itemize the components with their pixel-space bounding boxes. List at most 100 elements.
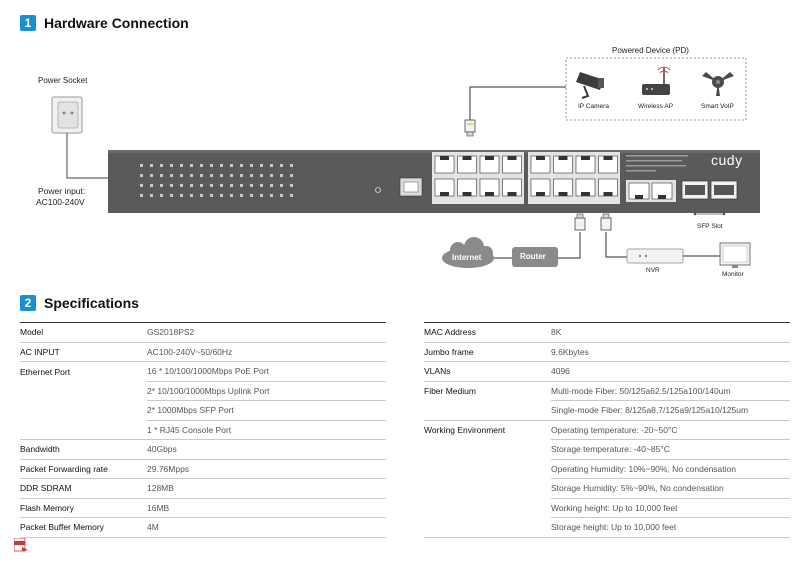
power-input-voltage: AC100-240V: [36, 197, 85, 207]
spec-value: Working height: Up to 10,000 feet: [551, 498, 790, 518]
power-input-label: Power input:: [38, 186, 86, 196]
spec-value: 1 * RJ45 Console Port: [147, 420, 386, 440]
section-number-badge: 2: [20, 295, 36, 311]
spec-key: Fiber Medium: [424, 386, 476, 396]
connection-diagram-svg: [51, 57, 760, 268]
spec-row: 1 * RJ45 Console Port: [20, 420, 386, 440]
smart-voip-icon: [702, 72, 734, 96]
pd-group-label: Powered Device (PD): [612, 46, 689, 55]
specs-section-heading: 2 Specifications: [20, 295, 139, 311]
spec-value: 8K: [551, 322, 790, 343]
pd-device-label: IP Camera: [578, 103, 609, 110]
spec-key: DDR SDRAM: [20, 478, 147, 499]
switch-device: [108, 150, 760, 213]
uplink-cable-nvr: [605, 232, 627, 258]
monitor-label: Monitor: [722, 271, 744, 278]
internet-cloud-icon: [442, 237, 494, 268]
pd-group-box: [565, 57, 747, 121]
spec-row: Storage Humidity: 5%~90%, No condensatio…: [424, 478, 790, 499]
spec-key: Packet Buffer Memory: [20, 517, 147, 538]
spec-row: Single-mode Fiber: 8/125a8.7/125a9/125a1…: [424, 400, 790, 421]
spec-value: Storage Humidity: 5%~90%, No condensatio…: [551, 478, 790, 499]
spec-key: Ethernet Port: [20, 366, 71, 377]
spec-row: Storage height: Up to 10,000 feet: [424, 517, 790, 538]
spec-key: [20, 381, 147, 401]
section-title: Specifications: [44, 295, 139, 311]
switch-spec-print: [626, 155, 688, 172]
power-cable: [66, 133, 108, 179]
brand-logo: cudy: [711, 152, 743, 168]
spec-row: 2* 1000Mbps SFP Port: [20, 400, 386, 421]
poe-cable: [469, 86, 566, 120]
poe-ports-group-2: [528, 152, 620, 204]
spec-value: 9.6Kbytes: [551, 342, 790, 362]
uplink-ports: [626, 180, 676, 202]
spec-value: Storage height: Up to 10,000 feet: [551, 517, 790, 538]
spec-value: 16 * 10/100/1000Mbps PoE Port: [147, 361, 386, 382]
spec-key: [424, 479, 551, 499]
pd-device-label: Wireless AP: [638, 103, 674, 110]
spec-value: GS2018PS2: [147, 322, 386, 343]
spec-row: Fiber Medium Multi-mode Fiber: 50/125a62.…: [424, 381, 790, 401]
pd-device-label: Smart VoIP: [701, 103, 734, 110]
router-label: Router: [520, 252, 546, 261]
section-title: Hardware Connection: [44, 15, 189, 31]
pdf-icon: [14, 538, 28, 552]
spec-row: Operating Humidity: 10%~90%, No condensa…: [424, 459, 790, 479]
spec-value: 16MB: [147, 498, 386, 518]
spec-value: Single-mode Fiber: 8/125a8.7/125a9/125a1…: [551, 400, 790, 421]
rj45-connector-icon: [464, 119, 476, 137]
sfp-slot-label: SFP Slot: [697, 223, 723, 230]
router-icon: [512, 247, 558, 267]
spec-value: 2* 1000Mbps SFP Port: [147, 400, 386, 421]
spec-row: 2* 10/100/1000Mbps Uplink Port: [20, 381, 386, 401]
power-socket-icon: [51, 96, 83, 134]
spec-key: [424, 498, 551, 518]
spec-value: 4096: [551, 361, 790, 382]
rj45-connector-icon: [574, 213, 586, 231]
spec-value: 2* 10/100/1000Mbps Uplink Port: [147, 381, 386, 401]
uplink-cable-router: [556, 232, 581, 259]
power-socket-label: Power Socket: [38, 76, 88, 85]
section-number-badge: 1: [20, 15, 36, 31]
spec-value: 40Gbps: [147, 439, 386, 460]
spec-key: [424, 440, 551, 460]
spec-key: Packet Forwarding rate: [20, 459, 147, 479]
spec-value: Operating Humidity: 10%~90%, No condensa…: [551, 459, 790, 479]
spec-value: 128MB: [147, 478, 386, 499]
led-indicator-panel: [140, 164, 293, 197]
spec-value: Operating temperature: -20~50°C: [551, 420, 790, 440]
spec-key: [424, 517, 551, 538]
spec-key: AC INPUT: [20, 342, 147, 362]
spec-key: [20, 420, 147, 440]
spec-row: Ethernet Port 16 * 10/100/1000Mbps PoE Po…: [20, 361, 386, 382]
reset-button-icon: [375, 187, 381, 193]
spec-key: Model: [20, 322, 147, 343]
spec-row: Working height: Up to 10,000 feet: [424, 498, 790, 518]
poe-ports-group-1: [432, 152, 524, 204]
nvr-label: NVR: [646, 267, 660, 274]
spec-key: [424, 459, 551, 479]
spec-key: Working Environment: [424, 425, 506, 435]
spec-key: [20, 401, 147, 421]
monitor-icon: [719, 242, 751, 268]
spec-value: 4M: [147, 517, 386, 538]
sfp-slot-bracket: [694, 206, 725, 215]
spec-row: Storage temperature: -40~85°C: [424, 439, 790, 460]
spec-value: Multi-mode Fiber: 50/125a62.5/125a100/14…: [551, 381, 790, 401]
spec-key: VLANs: [424, 361, 551, 382]
wireless-ap-icon: [642, 66, 671, 95]
spec-value: Storage temperature: -40~85°C: [551, 439, 790, 460]
spec-key: Flash Memory: [20, 498, 147, 518]
rj45-connector-icon: [600, 213, 612, 231]
spec-row: Working Environment Operating temperature…: [424, 420, 790, 440]
spec-value: 29.76Mpps: [147, 459, 386, 479]
